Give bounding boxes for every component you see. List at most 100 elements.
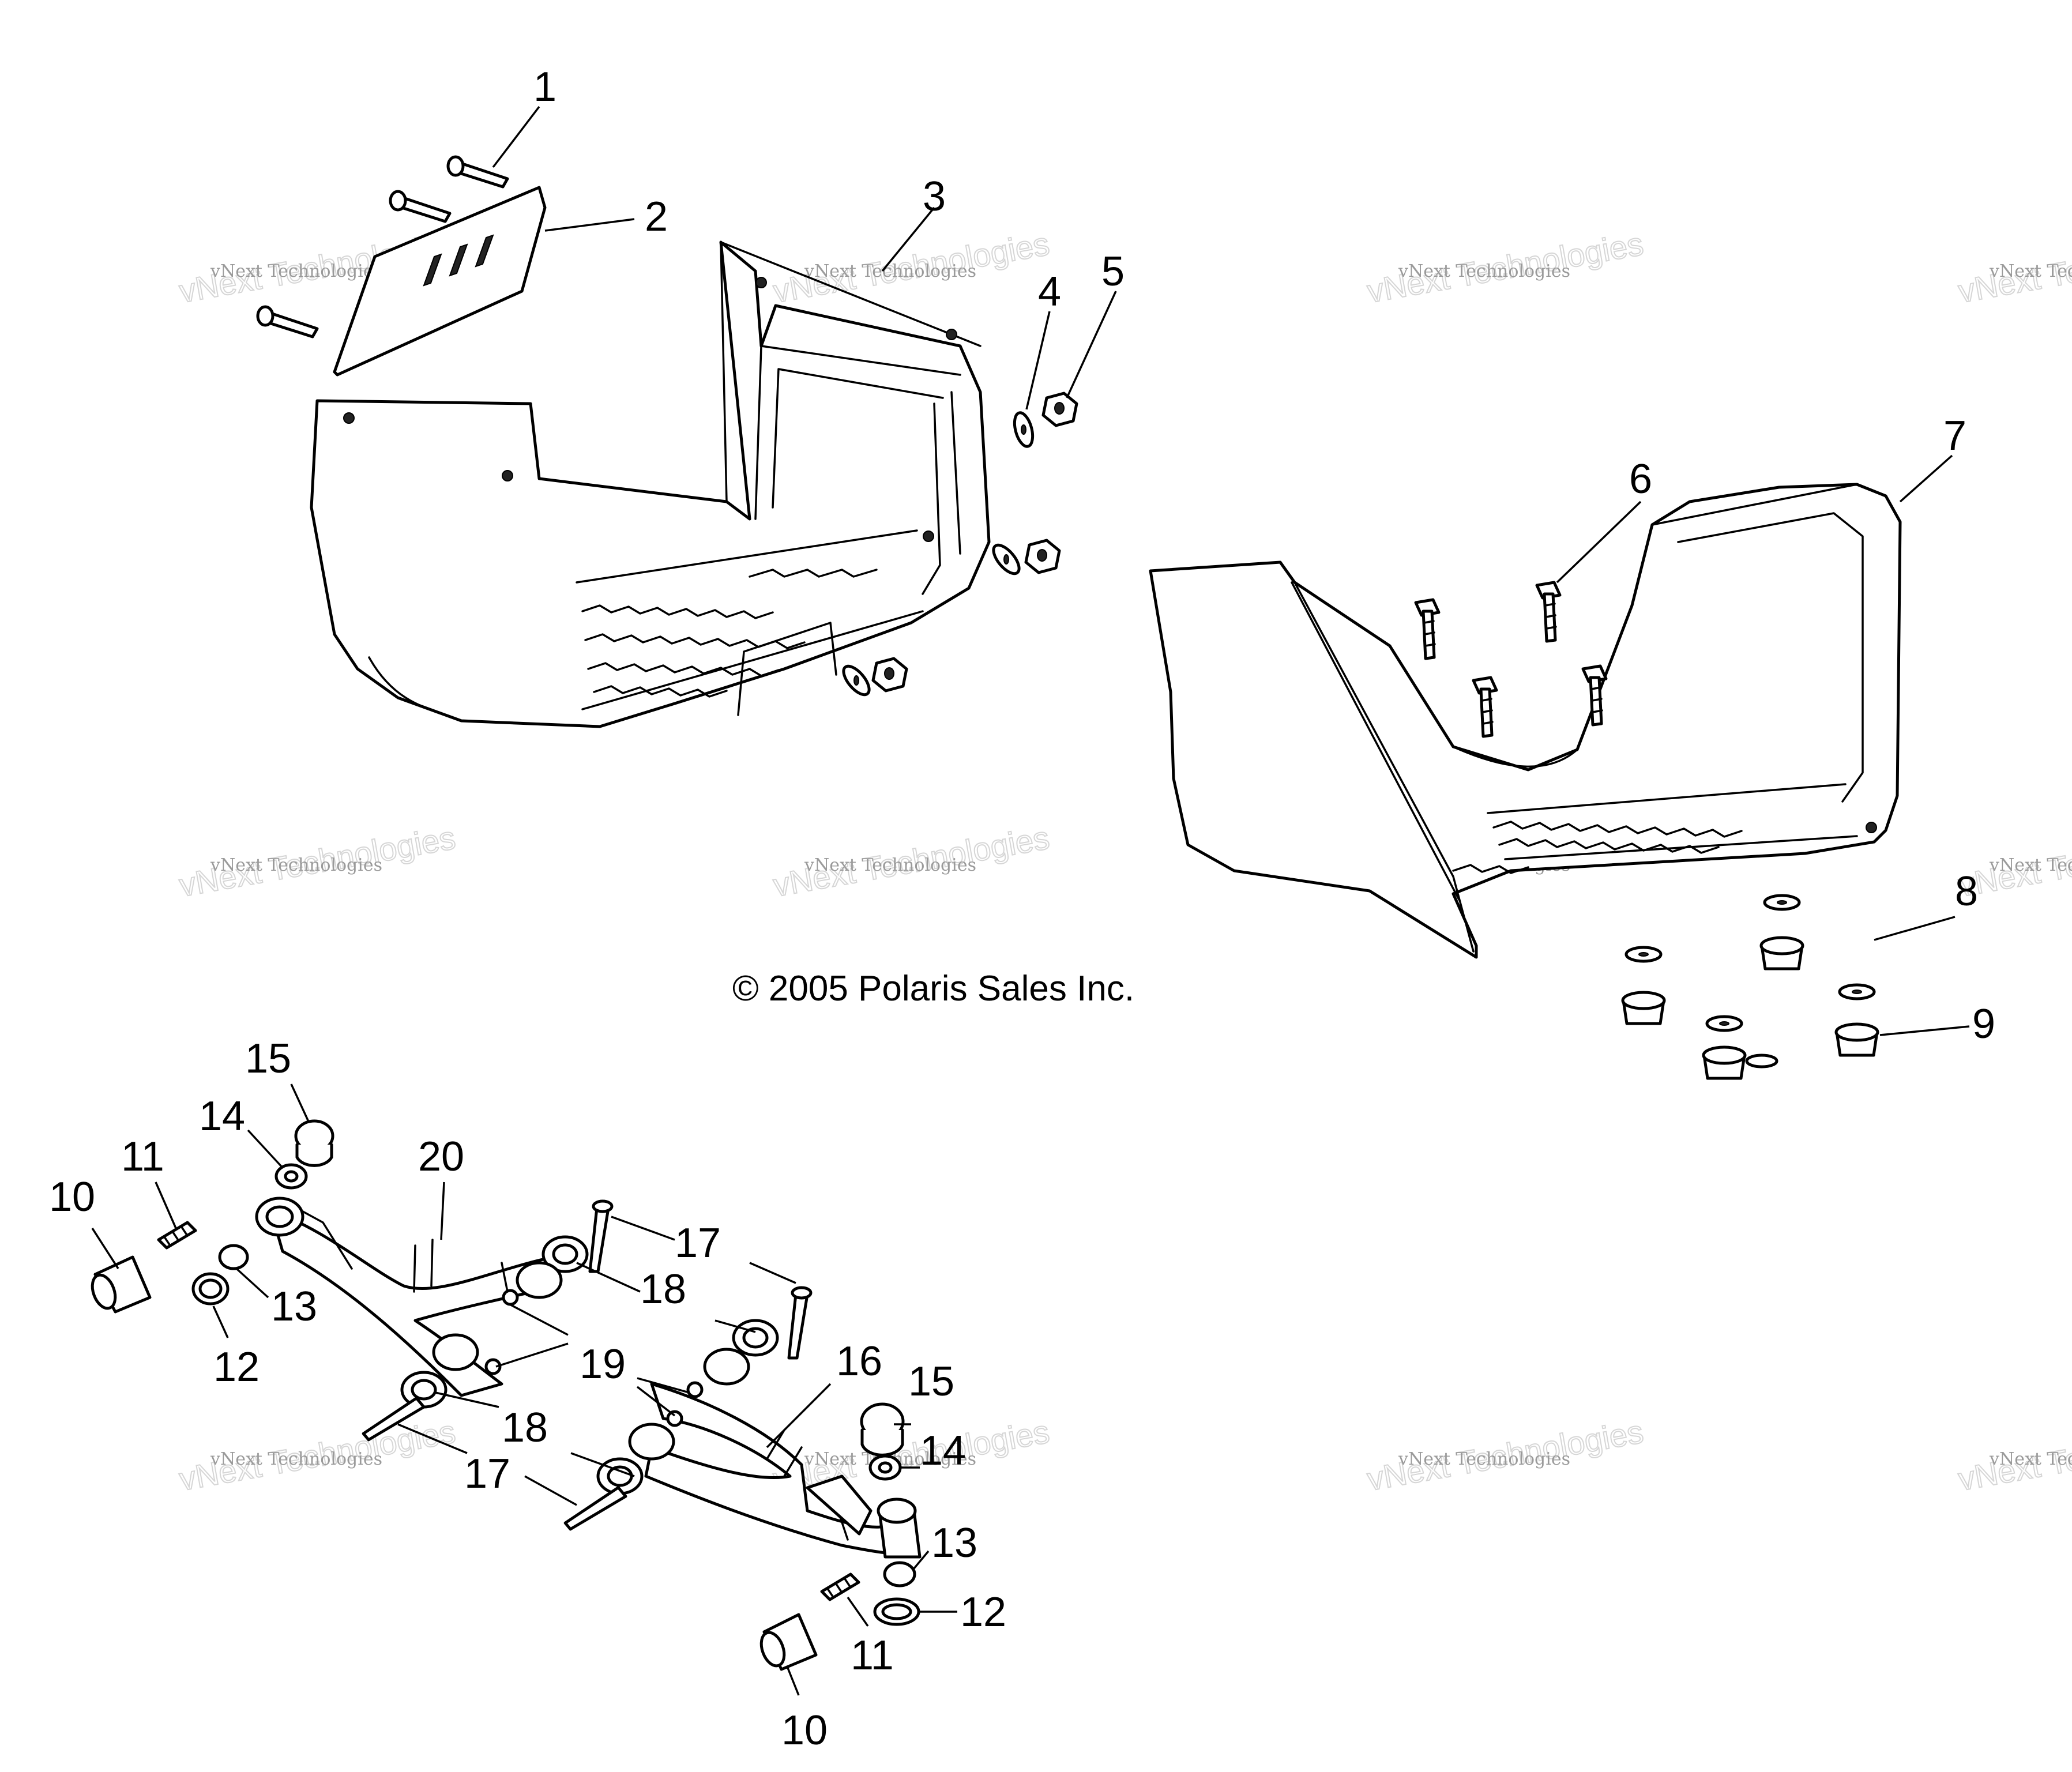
seal[interactable] bbox=[218, 1244, 249, 1270]
washer[interactable] bbox=[839, 662, 874, 699]
bolt[interactable] bbox=[563, 1482, 627, 1537]
grease-fitting[interactable] bbox=[820, 1572, 860, 1601]
watermark-text: vNext Technologies bbox=[210, 1449, 382, 1469]
watermark-text: vNext Technologies bbox=[804, 855, 976, 875]
a-arm-upper[interactable] bbox=[269, 1204, 561, 1397]
grease-zerk[interactable] bbox=[484, 1358, 502, 1375]
callout-15-right: 15 bbox=[908, 1359, 954, 1405]
a-arm-lower[interactable] bbox=[644, 1382, 919, 1555]
washer[interactable] bbox=[274, 1163, 308, 1190]
footrest-left[interactable] bbox=[310, 240, 991, 728]
leader-lines bbox=[91, 106, 1970, 1696]
watermark-text: vNext Technologies bbox=[1989, 261, 2072, 281]
callout-14-left: 14 bbox=[199, 1093, 245, 1139]
callout-18-lower: 18 bbox=[502, 1405, 548, 1451]
watermark-text: vNext Technologies bbox=[210, 261, 382, 281]
bushing[interactable] bbox=[877, 1498, 922, 1559]
watermark: vNext Technologies vNext Technologies bbox=[770, 819, 1052, 904]
cap[interactable] bbox=[294, 1119, 334, 1167]
callout-11-left: 11 bbox=[121, 1134, 164, 1180]
washer[interactable] bbox=[1705, 1015, 1743, 1032]
bushing[interactable] bbox=[255, 1197, 304, 1237]
nut[interactable] bbox=[1041, 392, 1078, 427]
watermark-text: vNext Technologies bbox=[1398, 1449, 1570, 1469]
bolt[interactable] bbox=[787, 1286, 813, 1360]
flange-nut[interactable] bbox=[1834, 1022, 1879, 1057]
nut[interactable] bbox=[871, 657, 908, 693]
flange-nut[interactable] bbox=[1621, 991, 1666, 1025]
callout-16: 16 bbox=[836, 1338, 882, 1385]
callout-17-upper: 17 bbox=[675, 1220, 721, 1266]
seal[interactable] bbox=[883, 1561, 916, 1587]
watermark-text: vNext Technologies bbox=[804, 261, 976, 281]
washer[interactable] bbox=[1624, 946, 1663, 963]
tread bbox=[581, 569, 878, 716]
flange-nut[interactable] bbox=[1759, 936, 1804, 970]
callout-12-left: 12 bbox=[213, 1344, 260, 1390]
bolt[interactable] bbox=[1535, 581, 1562, 643]
bolt[interactable] bbox=[1414, 598, 1441, 660]
callout-9: 9 bbox=[1972, 1001, 1995, 1047]
callout-5: 5 bbox=[1101, 249, 1125, 295]
bushing[interactable] bbox=[432, 1333, 479, 1371]
callout-11-right: 11 bbox=[851, 1632, 894, 1679]
cap[interactable] bbox=[860, 1402, 905, 1457]
o-ring[interactable] bbox=[191, 1272, 230, 1306]
bolt[interactable] bbox=[362, 1393, 426, 1447]
washer[interactable] bbox=[1838, 983, 1876, 1000]
watermark: vNext Technologies vNext Technologies bbox=[1364, 225, 1646, 310]
pivot-tube[interactable] bbox=[757, 1613, 818, 1671]
washer[interactable] bbox=[1011, 411, 1036, 448]
watermark: vNext Technologies vNext Technologies bbox=[176, 819, 458, 904]
callout-3: 3 bbox=[923, 174, 946, 220]
callout-13-left: 13 bbox=[271, 1284, 317, 1330]
flange-nut[interactable] bbox=[1702, 1045, 1747, 1080]
callout-8: 8 bbox=[1955, 868, 1978, 915]
watermark: vNext Technologies vNext Technologies bbox=[1955, 1413, 2072, 1498]
washer[interactable] bbox=[1763, 894, 1801, 911]
heel-guard-plate[interactable] bbox=[333, 186, 547, 377]
callout-2: 2 bbox=[645, 194, 668, 240]
callout-10-right: 10 bbox=[781, 1707, 828, 1754]
callout-13-right: 13 bbox=[931, 1520, 977, 1566]
washer[interactable] bbox=[989, 541, 1024, 578]
watermark-text: vNext Technologies bbox=[210, 855, 382, 875]
screw[interactable] bbox=[256, 305, 319, 338]
callout-4: 4 bbox=[1038, 269, 1061, 315]
watermark-text: vNext Technologies bbox=[1989, 1449, 2072, 1469]
footrest-right[interactable] bbox=[1149, 483, 1902, 959]
callout-1: 1 bbox=[533, 64, 556, 110]
callout-14-right: 14 bbox=[920, 1428, 966, 1474]
pivot-tube[interactable] bbox=[88, 1255, 152, 1314]
bushing[interactable] bbox=[732, 1319, 779, 1357]
watermark: vNext Technologies vNext Technologies bbox=[176, 1413, 458, 1498]
bushing[interactable] bbox=[516, 1261, 563, 1299]
callout-20: 20 bbox=[418, 1134, 464, 1180]
bolt[interactable] bbox=[1581, 664, 1608, 727]
screw[interactable] bbox=[389, 190, 452, 223]
callout-15-left: 15 bbox=[245, 1036, 291, 1082]
copyright-notice: © 2005 Polaris Sales Inc. bbox=[732, 969, 1134, 1009]
o-ring[interactable] bbox=[873, 1597, 920, 1626]
tread bbox=[1452, 821, 1743, 874]
grease-zerk[interactable] bbox=[686, 1381, 704, 1398]
grease-fitting[interactable] bbox=[157, 1221, 197, 1250]
callout-10-left: 10 bbox=[49, 1174, 95, 1220]
callout-18-upper: 18 bbox=[640, 1266, 686, 1312]
watermark: vNext Technologies vNext Technologies bbox=[1364, 1413, 1646, 1498]
bolt[interactable] bbox=[1472, 676, 1498, 738]
washer[interactable] bbox=[868, 1454, 902, 1481]
screw[interactable] bbox=[446, 155, 509, 189]
bushing[interactable] bbox=[628, 1423, 675, 1461]
bushing[interactable] bbox=[703, 1348, 750, 1386]
bolt[interactable] bbox=[588, 1199, 614, 1273]
nut[interactable] bbox=[1024, 539, 1061, 574]
bushing[interactable] bbox=[400, 1371, 448, 1409]
washer[interactable] bbox=[1745, 1054, 1778, 1069]
callout-labels: 1 2 3 4 5 6 7 8 9 10 11 12 13 14 15 16 1… bbox=[49, 64, 1995, 1754]
callout-7: 7 bbox=[1943, 413, 1966, 459]
grease-zerk[interactable] bbox=[666, 1410, 683, 1427]
grease-zerk[interactable] bbox=[502, 1289, 519, 1306]
bushing[interactable] bbox=[541, 1235, 589, 1273]
